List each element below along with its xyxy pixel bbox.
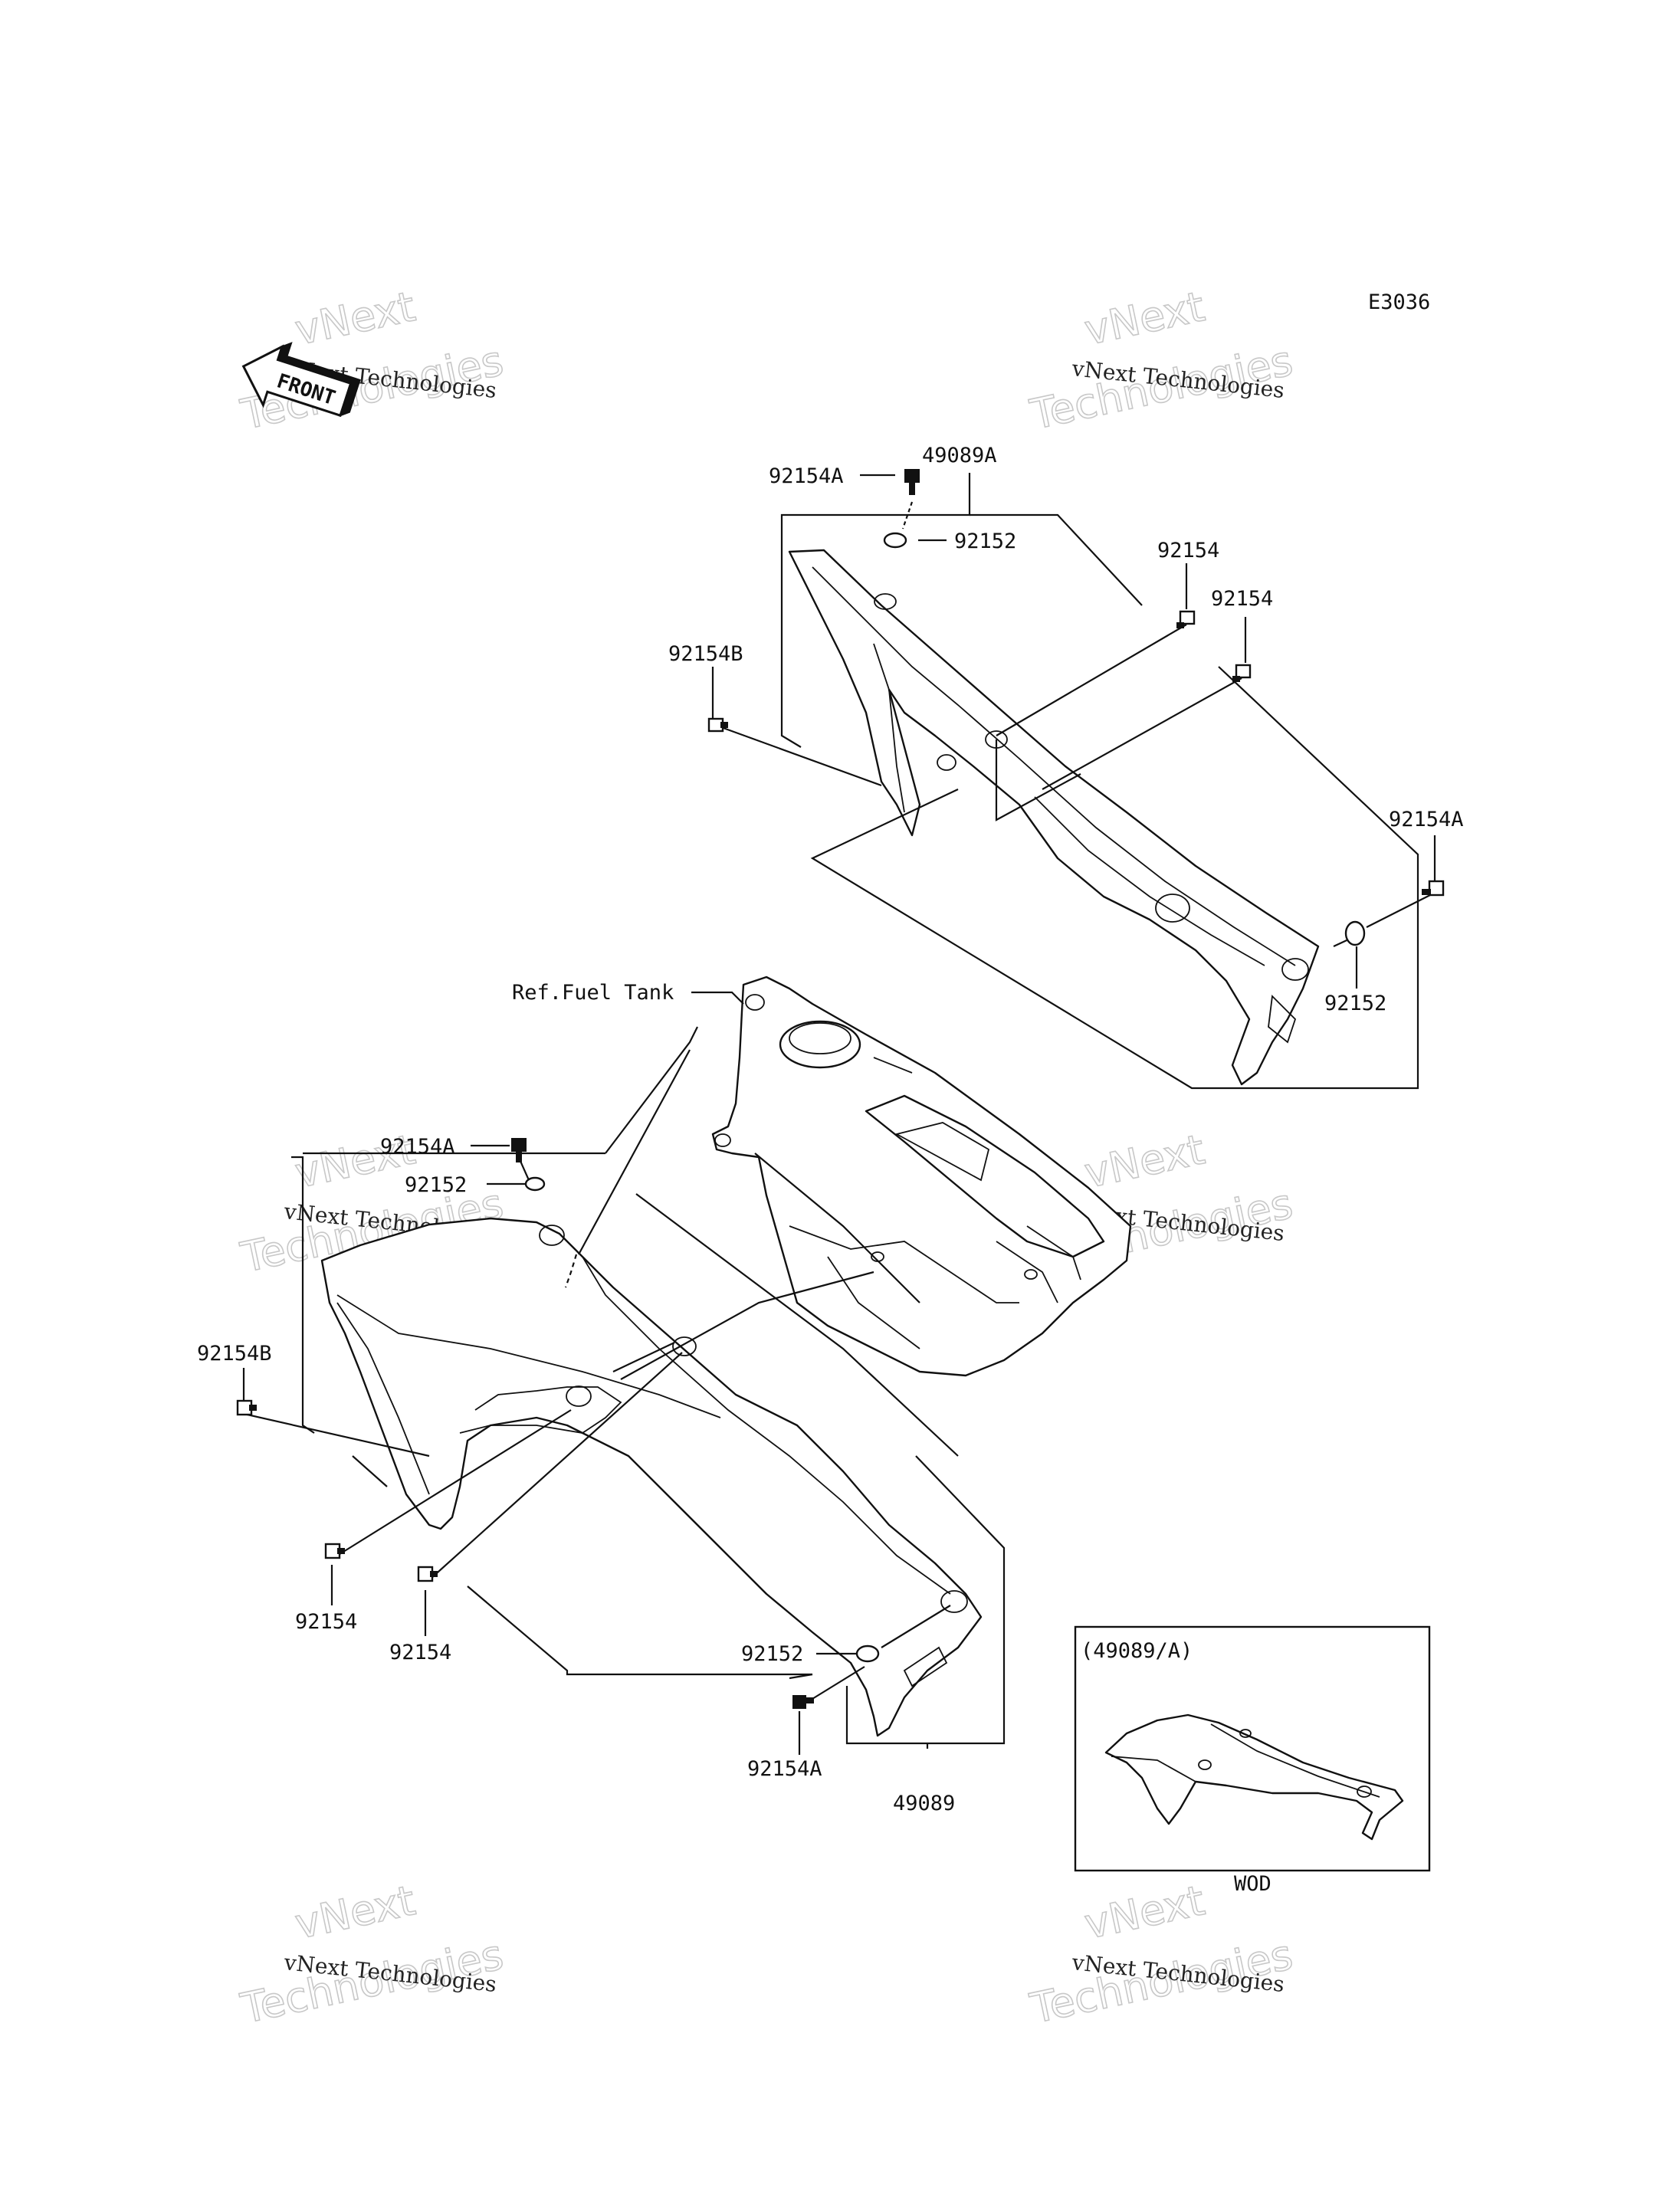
callout-92154A: 92154A	[380, 1135, 455, 1159]
bolt-icon	[1422, 880, 1445, 897]
svg-text:vNext: vNext	[291, 282, 419, 354]
callout-92154B: 92154B	[668, 642, 743, 666]
bolt-icon	[1176, 610, 1196, 628]
callout-92152: 92152	[954, 530, 1016, 553]
washer-icon	[883, 532, 907, 549]
watermark-bottom-right: vNext Technologies vNext Technologies	[1025, 1875, 1298, 2033]
inset-title: (49089/A)	[1081, 1639, 1193, 1663]
callout-92154A: 92154A	[1389, 808, 1464, 831]
svg-text:vNext: vNext	[291, 1876, 419, 1948]
callout-92154: 92154	[1211, 587, 1273, 611]
svg-text:vNext: vNext	[1081, 282, 1209, 354]
ref-fuel-tank-label: Ref.Fuel Tank	[512, 981, 674, 1005]
bolt-icon	[324, 1543, 345, 1559]
watermark-top-right: vNext Technologies vNext Technologies	[1025, 281, 1298, 439]
callout-92154: 92154	[1157, 539, 1219, 562]
bolt-icon	[417, 1566, 438, 1582]
washer-icon	[1344, 920, 1366, 946]
inset-shroud	[1104, 1713, 1404, 1841]
upper-leader-lines	[711, 473, 1436, 1090]
lower-fasteners	[236, 1138, 880, 1709]
lower-leader-lines	[242, 1026, 1006, 1755]
bolt-icon	[1232, 664, 1252, 682]
callout-92154A: 92154A	[769, 464, 844, 488]
callout-92152: 92152	[1324, 992, 1386, 1015]
bolt-icon	[792, 1695, 814, 1709]
inset-caption: WOD	[1234, 1872, 1271, 1896]
callout-49089: 49089	[893, 1792, 955, 1815]
inset-box: (49089/A) WOD	[1074, 1625, 1431, 1896]
lower-shroud-49089	[320, 1217, 983, 1737]
watermark-bottom-left: vNext Technologies vNext Technologies	[236, 1875, 508, 2033]
callout-92154: 92154	[295, 1610, 357, 1634]
bolt-icon	[707, 717, 728, 733]
upper-fasteners	[707, 469, 1445, 946]
callout-92152: 92152	[741, 1642, 803, 1666]
callout-92154: 92154	[389, 1641, 451, 1664]
callout-92152: 92152	[405, 1173, 467, 1197]
bolt-icon	[511, 1138, 527, 1162]
washer-icon	[524, 1176, 546, 1192]
callout-92154B: 92154B	[197, 1342, 272, 1366]
svg-text:vNext: vNext	[1081, 1876, 1209, 1948]
bolt-icon	[904, 469, 920, 495]
callout-49089A: 49089A	[922, 444, 997, 467]
fuel-tank	[711, 976, 1132, 1377]
ref-fuel-tank-leader	[691, 991, 744, 1005]
washer-icon	[855, 1644, 880, 1663]
diagram-code: E3036	[1368, 290, 1430, 314]
upper-shroud-49089A	[788, 549, 1320, 1086]
svg-text:vNext: vNext	[1081, 1125, 1209, 1197]
bolt-icon	[236, 1399, 257, 1416]
callout-92154A: 92154A	[747, 1757, 822, 1781]
